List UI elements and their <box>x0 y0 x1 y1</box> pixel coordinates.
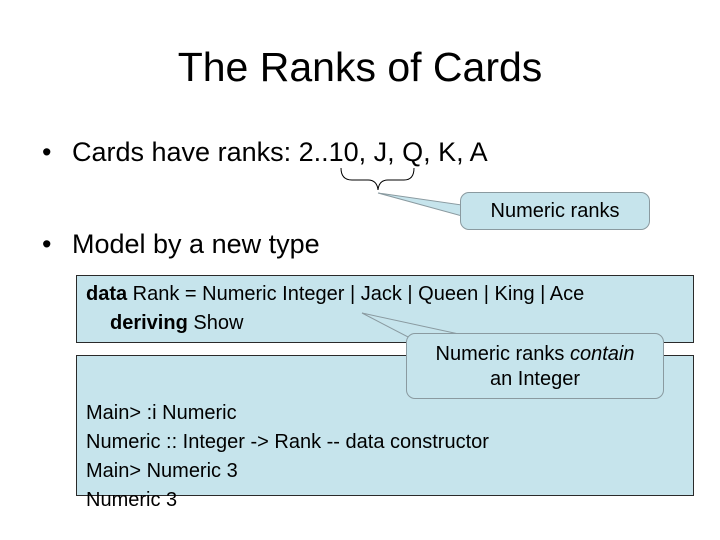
numeric-contain-callout: Numeric ranks contain an Integer <box>406 333 664 399</box>
bullet-item: • Cards have ranks: 2..10, J, Q, K, A <box>42 136 488 168</box>
keyword-deriving: deriving <box>110 312 188 334</box>
slide-title: The Ranks of Cards <box>177 44 543 90</box>
callout-text: Numeric ranks <box>435 343 570 365</box>
type-definition-box: data Rank = Numeric Integer | Jack | Que… <box>76 275 694 343</box>
callout-text: an Integer <box>489 368 581 390</box>
callout-emphasis: contain <box>569 343 635 365</box>
keyword-data: data <box>86 283 128 305</box>
callout-text: Numeric ranks <box>490 200 620 222</box>
code-text: Show <box>187 312 244 334</box>
numeric-ranks-callout: Numeric ranks <box>460 192 650 230</box>
code-line: data Rank = Numeric Integer | Jack | Que… <box>86 280 693 309</box>
bullet-item: • Model by a new type <box>42 228 320 260</box>
callout-pointer <box>377 192 463 217</box>
bullet-marker: • <box>42 137 52 167</box>
code-line: deriving Show <box>86 309 693 338</box>
bullet-text: Model by a new type <box>72 229 320 259</box>
code-text: Rank = Numeric Integer | Jack | Queen | … <box>127 283 585 305</box>
callout-text-line: Numeric ranks contain <box>407 342 663 367</box>
code-line: Numeric :: Integer -> Rank -- data const… <box>86 431 489 453</box>
bullet-text: Cards have ranks: 2..10, J, Q, K, A <box>72 137 488 167</box>
brace <box>340 167 415 191</box>
code-line: Main> Numeric 3 <box>86 460 238 482</box>
code-line: Numeric 3 <box>86 489 178 511</box>
code-line: Main> :i Numeric <box>86 402 237 424</box>
bullet-marker: • <box>42 229 52 259</box>
